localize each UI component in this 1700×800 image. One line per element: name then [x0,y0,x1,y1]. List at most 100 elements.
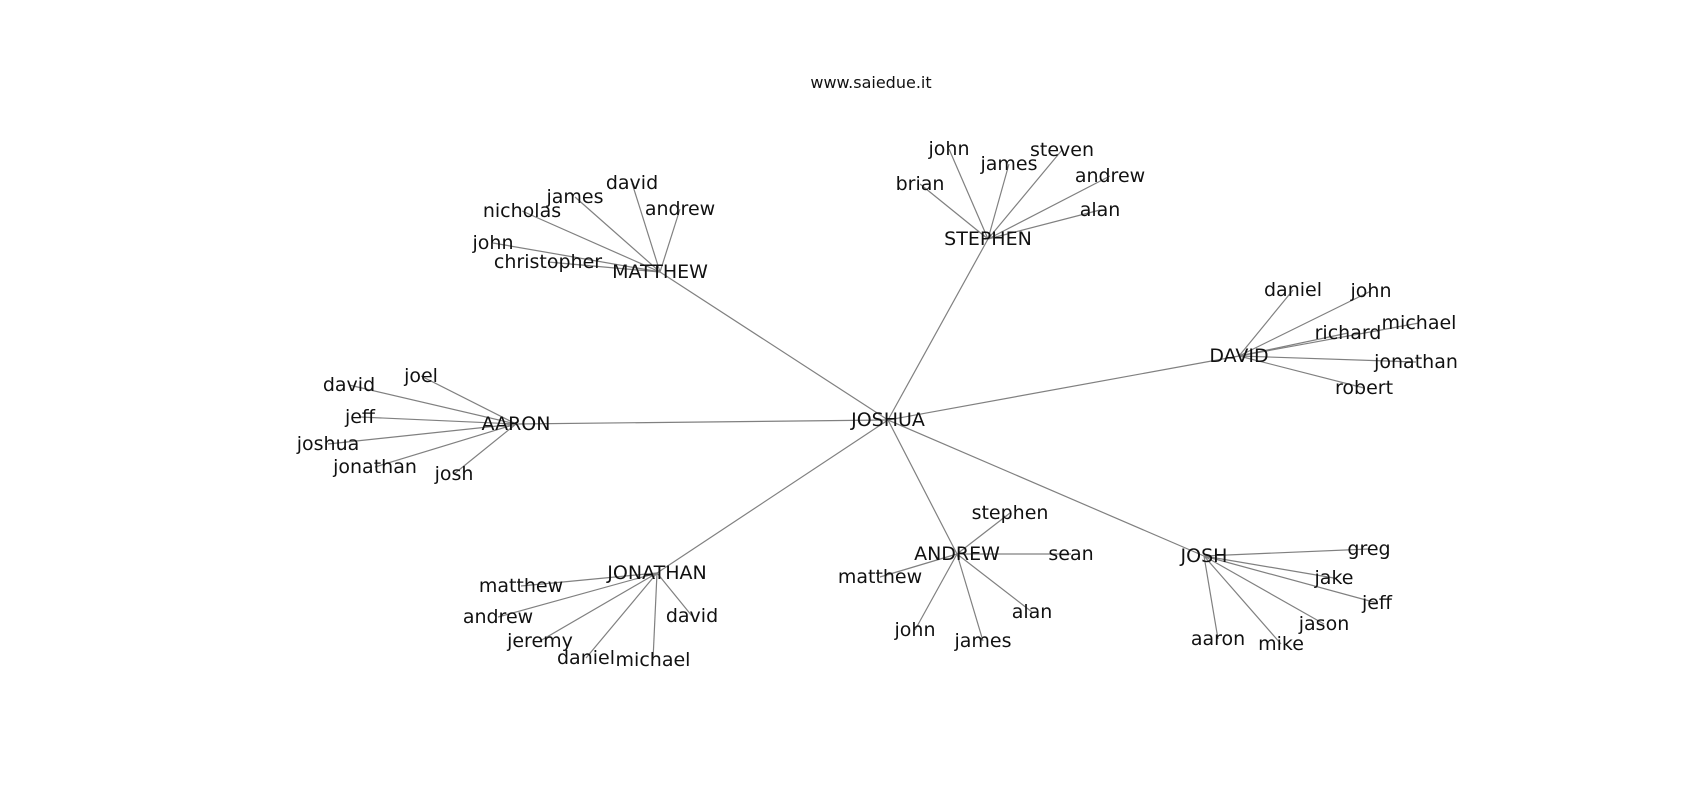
edge-matthew-james [574,196,661,273]
leaf-node-label: christopher [494,251,602,273]
hub-node-label: ANDREW [914,543,1000,565]
edge-stephen-john [948,148,989,240]
edge-aaron-jeff [359,416,517,425]
edge-josh-mike [1203,555,1282,645]
edge-josh-jake [1203,555,1335,579]
leaf-node-label: alan [1080,199,1121,221]
edge-aaron-joel [420,375,517,425]
hub-node-label: MATTHEW [612,261,708,283]
edge-matthew-andrew [659,208,681,273]
edge-andrew-stephen [956,512,1011,555]
edge-jonathan-daniel [585,572,658,659]
edge-josh-jeff [1203,555,1378,604]
leaf-node-label: josh [434,463,474,485]
leaf-node-label: andrew [1075,165,1145,187]
leaf-node-label: jeremy [506,630,573,652]
edge-david-daniel [1238,289,1294,357]
edge-jonathan-matthew [520,572,658,587]
leaf-node-label: john [928,138,970,160]
leaf-node-label: jason [1298,613,1350,635]
edge-jonathan-andrew [497,572,658,618]
edge-jonathan-david [656,572,693,617]
edge-layer [327,148,1420,661]
leaf-node-label: daniel [557,647,615,669]
hub-node-label: JOSH [1180,545,1228,567]
edge-aaron-joshua [327,423,517,445]
watermark-text: www.saiedue.it [810,73,931,92]
edge-stephen-steven [987,149,1063,240]
edge-aaron-jonathan [374,423,517,468]
leaf-node-label: mike [1258,633,1304,655]
leaf-node-label: andrew [463,606,533,628]
edge-center-andrew [887,419,958,555]
label-layer: JOSHUA MATTHEW nicholas james david andrew joh… [296,138,1458,671]
leaf-node-label: greg [1347,538,1390,560]
leaf-node-label: jonathan [1373,351,1458,373]
edge-stephen-james [987,163,1010,240]
edge-center-josh [887,419,1205,557]
leaf-node-label: andrew [645,198,715,220]
edge-center-jonathan [656,419,889,574]
edge-stephen-andrew [987,175,1111,240]
edge-andrew-matthew [879,553,958,578]
edge-jonathan-jeremy [539,572,658,642]
edge-aaron-david [348,384,517,425]
leaf-node-label: stephen [972,502,1049,524]
leaf-node-label: jake [1314,567,1354,589]
edge-matthew-john [492,242,661,273]
leaf-node-label: joel [403,365,438,387]
hub-node-label: AARON [482,413,551,435]
edge-center-matthew [659,271,889,421]
leaf-node-label: daniel [1264,279,1322,301]
edge-david-jonathan [1238,355,1417,363]
leaf-node-label: jeff [1361,592,1393,614]
edge-josh-jason [1203,555,1325,625]
edge-josh-aaron [1203,555,1219,640]
edge-center-david [887,355,1240,421]
leaf-node-label: aaron [1191,628,1245,650]
edge-jonathan-michael [652,572,658,661]
leaf-node-label: michael [1382,312,1457,334]
leaf-node-label: nicholas [483,200,561,222]
edge-andrew-james [956,553,984,642]
edge-josh-greg [1203,548,1370,557]
edge-aaron-josh [453,423,517,475]
hub-node-label: DAVID [1209,345,1268,367]
leaf-node-label: jeff [344,406,376,428]
leaf-node-label: richard [1315,322,1382,344]
leaf-node-label: brian [896,173,945,195]
leaf-node-label: james [979,153,1037,175]
leaf-node-label: alan [1012,601,1053,623]
leaf-node-label: james [953,630,1011,652]
edge-stephen-alan [987,209,1101,240]
edge-david-john [1238,290,1372,357]
leaf-node-label: sean [1048,543,1093,565]
edge-david-michael [1238,322,1420,357]
hub-node-label: JONATHAN [606,562,706,584]
leaf-node-label: steven [1030,139,1094,161]
leaf-node-label: john [472,232,514,254]
edge-matthew-christopher [547,261,661,273]
edge-center-stephen [887,238,989,421]
edge-center-aaron [515,419,889,425]
edge-matthew-david [631,182,661,273]
hub-node-label: STEPHEN [944,228,1032,250]
edge-andrew-alan [956,553,1033,613]
leaf-node-label: michael [616,649,691,671]
edge-andrew-john [914,553,958,631]
leaf-node-label: matthew [838,566,922,588]
leaf-node-label: jonathan [332,456,417,478]
edge-matthew-nicholas [521,210,661,273]
leaf-node-label: john [894,619,936,641]
edge-stephen-brian [919,183,989,240]
leaf-node-label: david [666,605,718,627]
leaf-node-label: john [1350,280,1392,302]
leaf-node-label: matthew [479,575,563,597]
leaf-node-label: joshua [296,433,360,455]
leaf-node-label: robert [1335,377,1393,399]
leaf-node-label: david [323,374,375,396]
edge-david-robert [1238,355,1365,389]
center-node-label: JOSHUA [850,409,925,431]
leaf-node-label: david [606,172,658,194]
